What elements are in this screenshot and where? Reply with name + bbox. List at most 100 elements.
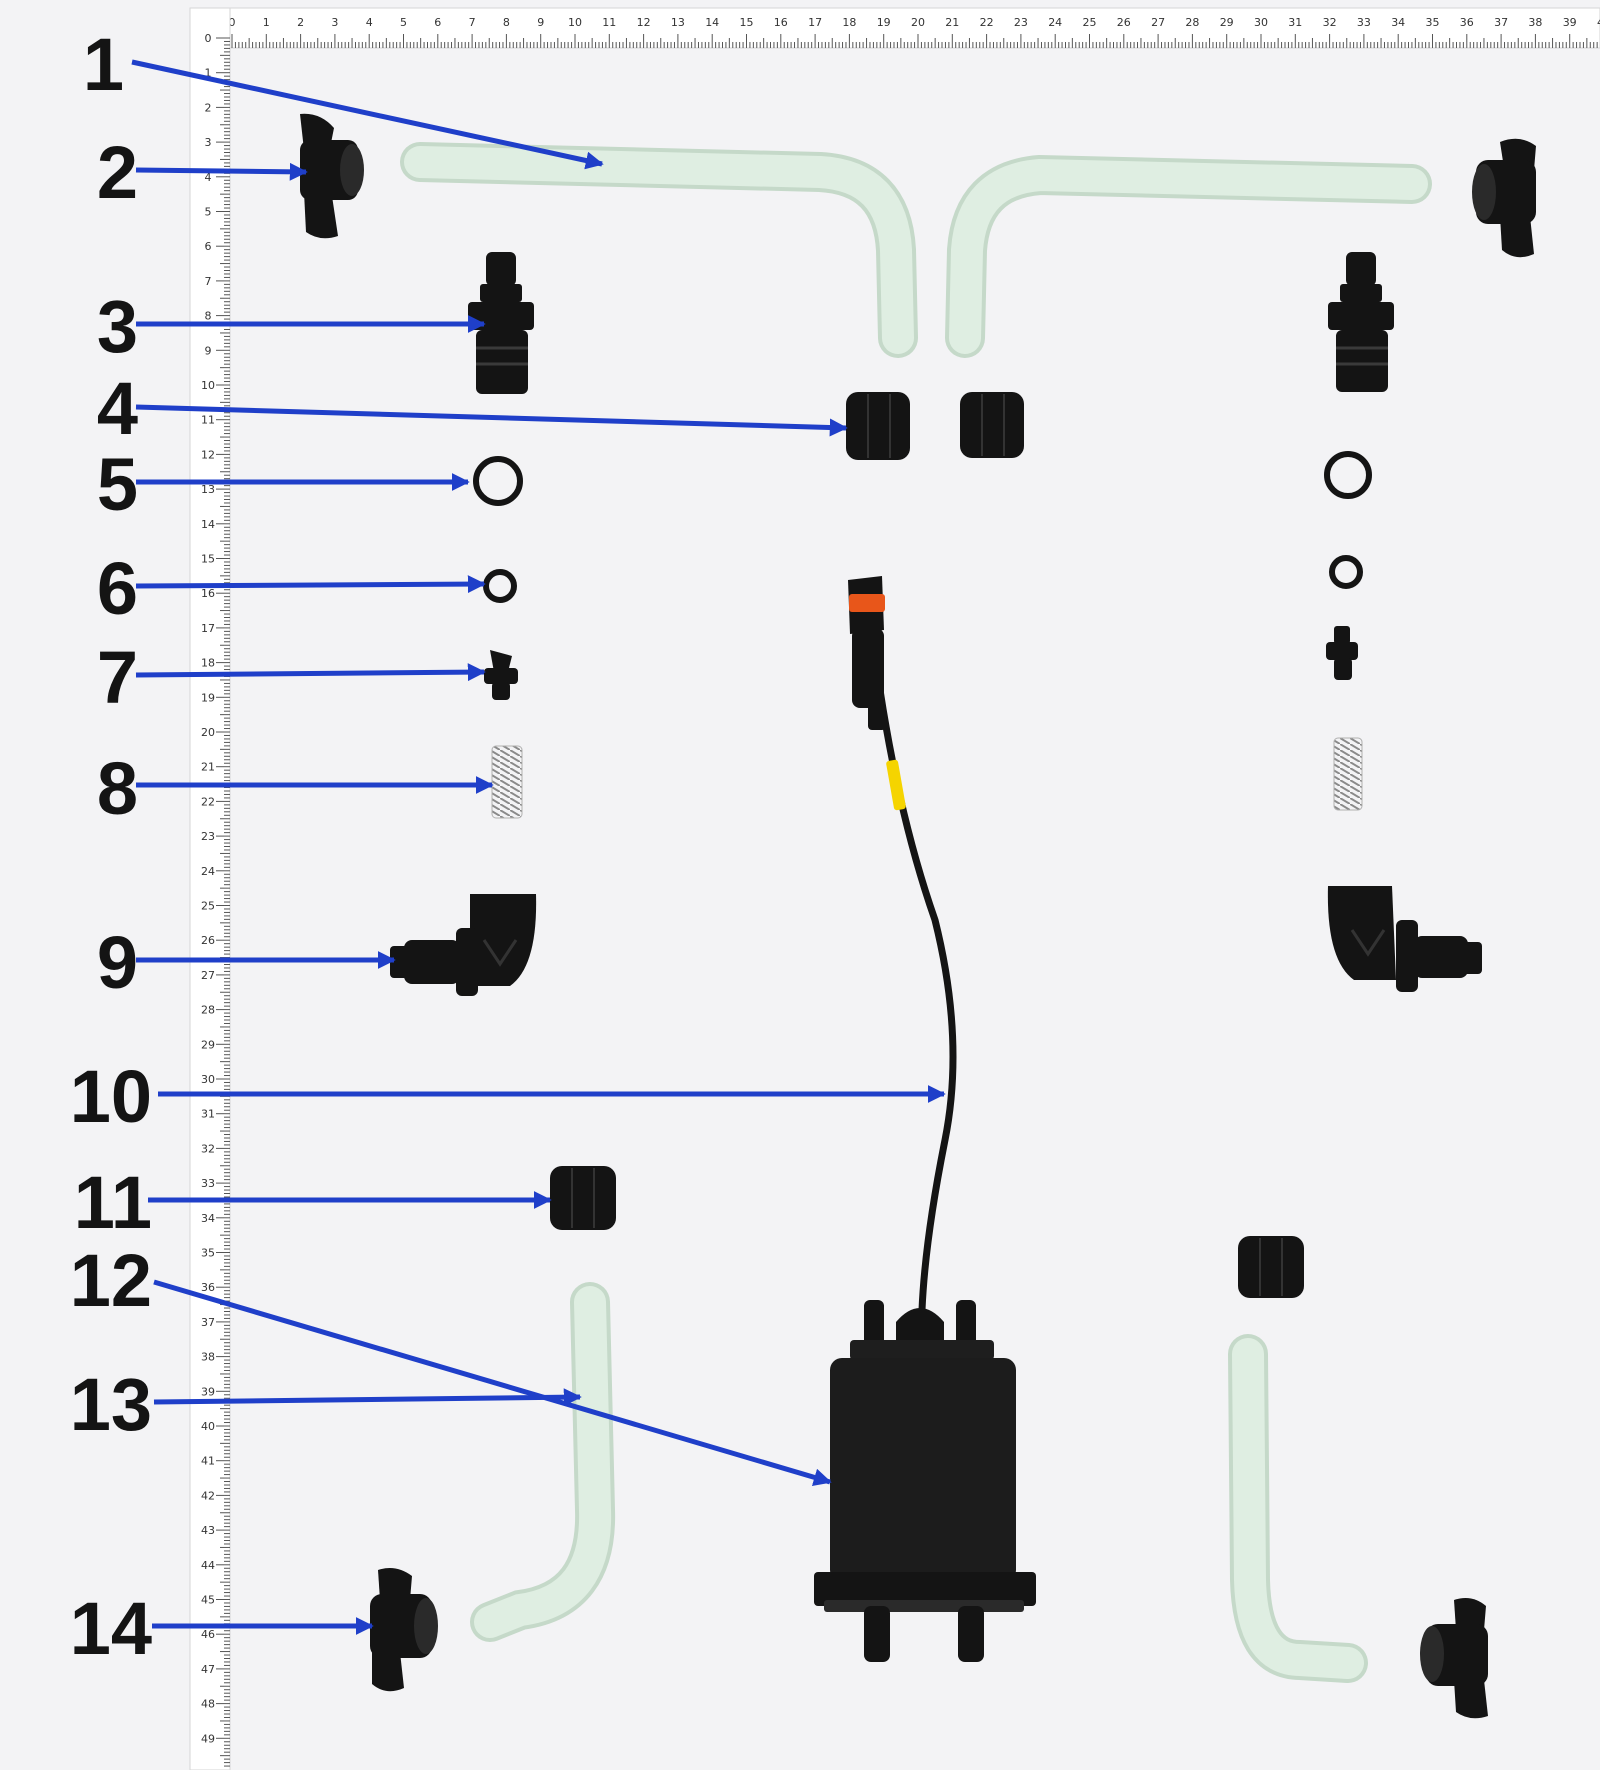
pump-body [814,1300,1036,1662]
ruler-left-label: 29 [201,1038,215,1051]
ruler-left-label: 46 [201,1628,215,1641]
ruler-left-label: 37 [201,1316,215,1329]
o-ring-small-left [483,569,517,603]
ruler-left-label: 38 [201,1351,215,1364]
ruler-top-label: 3 [331,16,338,29]
callout-number-10: 10 [70,1055,152,1138]
ruler-left-label: 27 [201,969,215,982]
ruler-top-label: 16 [774,16,788,29]
ruler-top-label: 25 [1083,16,1097,29]
ruler-left-label: 24 [201,865,215,878]
ruler-left-label: 39 [201,1385,215,1398]
ruler-top-label: 9 [537,16,544,29]
callout-number-2: 2 [97,131,138,214]
ruler-left-label: 0 [205,32,212,45]
ruler-left-label: 32 [201,1142,215,1155]
arrow-13 [153,1388,582,1407]
ruler-top-label: 4 [366,16,373,29]
ruler-left-label: 13 [201,483,215,496]
ruler-left-label: 2 [205,101,212,114]
ruler-left-label: 15 [201,553,215,566]
ruler-left-label: 30 [201,1073,215,1086]
arrow-6 [135,575,486,594]
ruler-top-label: 11 [602,16,616,29]
elbow-fitting-left [390,894,537,996]
ruler-top-label: 5 [400,16,407,29]
ruler-left-label: 12 [201,448,215,461]
ruler-left-label: 8 [205,310,212,323]
ruler-top-label: 20 [911,16,925,29]
ruler-left-label: 16 [201,587,215,600]
o-ring-small-right [1329,555,1363,589]
ruler-left-label: 33 [201,1177,215,1190]
clear-tube-upper-left [400,142,918,358]
ruler-top-label: 38 [1528,16,1542,29]
ruler-left-label: 45 [201,1594,215,1607]
ruler-top-label: 36 [1460,16,1474,29]
ruler-left-label: 35 [201,1247,215,1260]
ruler-left-label: 31 [201,1108,215,1121]
ruler-left-label: 40 [201,1420,215,1433]
ruler-top-label: 8 [503,16,510,29]
ruler-top-label: 14 [705,16,719,29]
ruler-top-label: 35 [1426,16,1440,29]
hex-nut-upper-left [846,392,910,460]
ruler-top-label: 19 [877,16,891,29]
ruler-left-label: 36 [201,1281,215,1294]
ruler-left-label: 18 [201,657,215,670]
o-ring-large-right [1324,451,1372,499]
arrow-4 [135,404,848,437]
ruler-top-label: 18 [842,16,856,29]
ruler-top-label: 31 [1288,16,1302,29]
ruler-left-label: 28 [201,1004,215,1017]
spring-left [491,745,523,819]
hex-nut-lower-left [550,1166,616,1230]
ruler-top-label: 32 [1323,16,1337,29]
arrow-1 [131,59,604,170]
wing-nut-lower-left [370,1568,438,1692]
ruler-left-label: 7 [205,275,212,288]
clear-tube-upper-right [945,154,1432,358]
callout-arrows [131,59,946,1635]
ruler-left-label: 47 [201,1663,215,1676]
ruler-left-label: 11 [201,414,215,427]
bulkhead-fitting-right [1328,252,1394,392]
ruler-left-label: 9 [205,344,212,357]
callout-numbers: 1 2 3 4 5 6 7 8 9 10 11 12 13 14 [70,23,152,1670]
ruler-top-label: 30 [1254,16,1268,29]
ruler-left-label: 6 [205,240,212,253]
ruler-top-label: 10 [568,16,582,29]
ruler-left-label: 21 [201,761,215,774]
ruler-top-label: 7 [469,16,476,29]
arrow-12 [153,1279,832,1487]
callout-number-7: 7 [97,636,138,719]
ruler-top-label: 22 [980,16,994,29]
wing-nut-upper-left [300,113,364,239]
ruler-left-label: 23 [201,830,215,843]
ruler-left-label: 22 [201,795,215,808]
wing-nut-lower-right [1420,1598,1488,1719]
ruler-top-label: 12 [637,16,651,29]
ruler-top-label: 29 [1220,16,1234,29]
ruler-top-label: 23 [1014,16,1028,29]
spring-right [1333,737,1363,811]
ruler-top-label: 13 [671,16,685,29]
wing-nut-upper-right [1472,138,1536,258]
callout-number-4: 4 [97,367,138,450]
ruler-left-label: 3 [205,136,212,149]
ruler-top-label: 2 [297,16,304,29]
callout-number-8: 8 [97,747,138,830]
callout-number-14: 14 [70,1587,152,1670]
ruler-left-label: 20 [201,726,215,739]
ruler-left-label: 26 [201,934,215,947]
ruler-top-label: 37 [1494,16,1508,29]
ruler-left-ticks [216,37,230,1767]
hex-nut-upper-right [960,392,1024,458]
ruler-top-label: 27 [1151,16,1165,29]
ruler-left-label: 17 [201,622,215,635]
callout-number-13: 13 [70,1363,152,1446]
ruler-top-label: 33 [1357,16,1371,29]
ruler-top-ticks [231,34,1598,48]
ruler-left-label: 48 [201,1698,215,1711]
